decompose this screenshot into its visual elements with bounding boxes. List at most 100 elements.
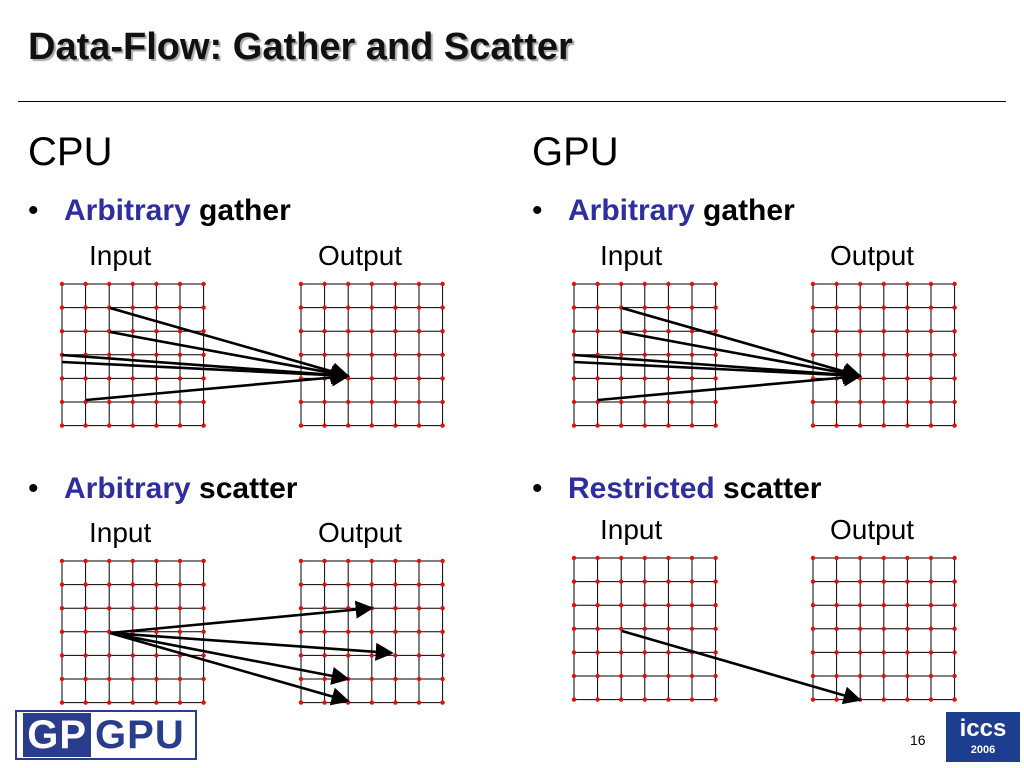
- grid-node: [107, 399, 112, 405]
- grid-node: [416, 629, 422, 634]
- grid-node: [130, 305, 135, 310]
- grid-node: [928, 329, 934, 334]
- grid-node: [881, 603, 886, 608]
- grid-node: [298, 700, 304, 705]
- grid-node: [201, 376, 206, 381]
- grid-node: [595, 650, 600, 655]
- grid-node: [928, 603, 934, 608]
- grid-node: [858, 281, 863, 287]
- grid-node: [393, 305, 398, 310]
- grid-node: [666, 697, 671, 702]
- grid-node: [905, 423, 910, 428]
- grid-node: [393, 676, 398, 682]
- grid-node: [952, 329, 957, 334]
- grid-node: [59, 653, 65, 658]
- grid-node: [619, 673, 624, 679]
- grid-node: [177, 558, 183, 564]
- grid-node: [689, 352, 695, 357]
- grid-node: [59, 329, 65, 334]
- grid-node: [201, 558, 206, 564]
- grid-node: [689, 555, 695, 561]
- cpu-gather-output-label: Output: [318, 240, 403, 271]
- grid-node: [322, 399, 327, 405]
- grid-node: [571, 673, 577, 679]
- grid-node: [393, 629, 398, 634]
- grid-node: [642, 650, 647, 655]
- grid-node: [416, 653, 422, 658]
- grid-node: [177, 676, 183, 682]
- grid-node: [881, 579, 886, 584]
- grid-node: [571, 626, 577, 631]
- grid-node: [881, 305, 886, 310]
- grid-node: [713, 305, 718, 310]
- grid-node: [595, 329, 600, 334]
- grid-node: [298, 352, 304, 357]
- gpu-gather-input-label: Input: [600, 240, 663, 271]
- grid-node: [369, 305, 374, 310]
- gpu-gather-arrow: [621, 306, 862, 381]
- grid-node: [571, 423, 577, 428]
- grid-node: [298, 558, 304, 564]
- grid-node: [322, 329, 327, 334]
- grid-node: [201, 653, 206, 658]
- grid-node: [154, 423, 159, 428]
- cpu-gather-text: gather: [190, 194, 291, 227]
- grid-node: [59, 606, 65, 611]
- grid-node: [928, 626, 934, 631]
- grid-node: [810, 555, 816, 561]
- grid-node: [858, 423, 863, 428]
- grid-node: [298, 423, 304, 428]
- grid-node: [393, 653, 398, 658]
- grid-node: [595, 305, 600, 310]
- grid-node: [810, 305, 816, 310]
- grid-node: [689, 673, 695, 679]
- grid-node: [595, 673, 600, 679]
- grid-node: [201, 423, 206, 428]
- cpu-gather-arrow: [109, 330, 350, 382]
- grid-node: [834, 329, 839, 334]
- grid-node: [928, 399, 934, 405]
- grid-node: [619, 352, 624, 357]
- grid-node: [713, 697, 718, 702]
- grid-node: [130, 558, 135, 564]
- grid-node: [928, 555, 934, 561]
- grid-node: [666, 399, 671, 405]
- gpu-scatter-text: scatter: [714, 472, 822, 505]
- grid-node: [642, 281, 647, 287]
- grid-node: [440, 700, 445, 705]
- grid-node: [666, 555, 671, 561]
- cpu-scatter-arrow: [109, 600, 374, 635]
- grid-node: [571, 650, 577, 655]
- grid-node: [83, 606, 88, 611]
- grid-node: [416, 399, 422, 405]
- grid-node: [83, 376, 88, 381]
- grid-node: [619, 555, 624, 561]
- grid-node: [393, 606, 398, 611]
- grid-node: [369, 653, 374, 658]
- grid-node: [416, 281, 422, 287]
- grid-node: [154, 329, 159, 334]
- grid-node: [154, 676, 159, 682]
- grid-node: [881, 281, 886, 287]
- grid-node: [346, 629, 351, 634]
- grid-node: [689, 423, 695, 428]
- grid-node: [154, 281, 159, 287]
- grid-node: [154, 558, 159, 564]
- grid-node: [595, 603, 600, 608]
- grid-node: [346, 399, 351, 405]
- grid-node: [416, 700, 422, 705]
- grid-node: [130, 653, 135, 658]
- cpu-scatter-arrow: [109, 631, 350, 706]
- grid-node: [642, 579, 647, 584]
- grid-node: [666, 423, 671, 428]
- grid-node: [59, 305, 65, 310]
- grid-node: [619, 579, 624, 584]
- grid-node: [666, 626, 671, 631]
- grid-node: [440, 653, 445, 658]
- grid-node: [59, 376, 65, 381]
- grid-node: [619, 399, 624, 405]
- grid-node: [346, 558, 351, 564]
- gpu-gather-output-label: Output: [830, 240, 915, 271]
- grid-node: [689, 305, 695, 310]
